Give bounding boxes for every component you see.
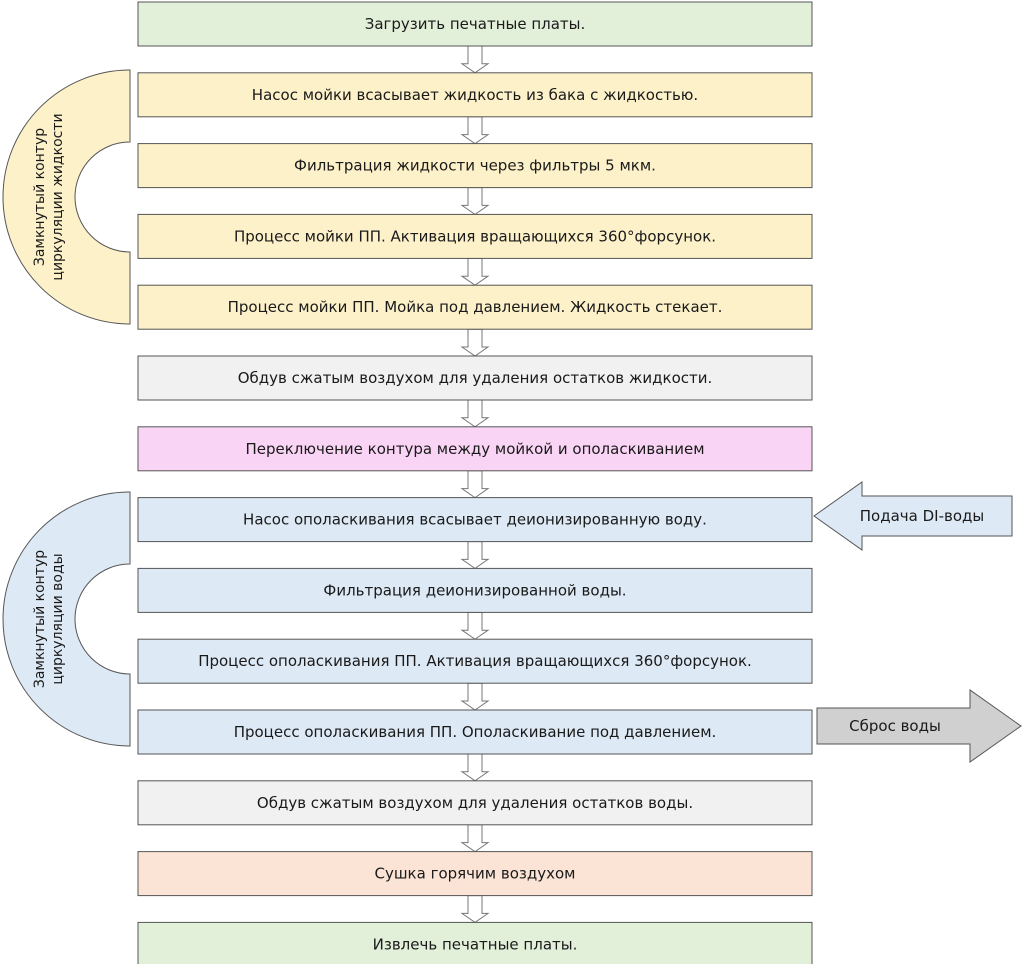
process-step: Процесс мойки ПП. Активация вращающихся … <box>137 213 813 259</box>
loop-label-line1: Замкнутый контур <box>32 550 48 688</box>
process-step-box <box>137 851 813 897</box>
loop-label-line2: циркуляции жидкости <box>50 113 66 280</box>
down-arrow-icon <box>460 328 490 357</box>
process-step-box <box>137 143 813 189</box>
down-arrow-icon <box>460 541 490 570</box>
down-arrow-icon <box>460 257 490 286</box>
process-step-box <box>137 780 813 826</box>
water-drain-outlet: Сброс воды <box>816 689 1022 763</box>
process-step: Переключение контура между мойкой и опол… <box>137 426 813 472</box>
process-step-box <box>137 284 813 330</box>
process-step-box <box>137 497 813 543</box>
process-step: Фильтрация жидкости через фильтры 5 мкм. <box>137 143 813 189</box>
step-connectors <box>460 45 490 924</box>
process-step: Насос мойки всасывает жидкость из бака с… <box>137 72 813 118</box>
down-arrow-icon <box>460 470 490 499</box>
process-step-label: Обдув сжатым воздухом для удаления остат… <box>257 794 693 812</box>
process-step-box <box>137 921 813 964</box>
down-arrow-icon <box>460 399 490 428</box>
inlet-arrow-icon <box>813 481 1013 551</box>
down-arrow-icon <box>460 45 490 74</box>
process-step: Загрузить печатные платы. <box>137 1 813 47</box>
process-step: Фильтрация деионизированной воды. <box>137 567 813 613</box>
loop-label-line2: циркуляции воды <box>50 553 66 684</box>
down-arrow-icon <box>460 895 490 924</box>
process-step-box <box>137 638 813 684</box>
down-arrow-icon <box>460 116 490 145</box>
di-water-inlet: Подача DI-воды <box>813 481 1013 551</box>
down-arrow-icon <box>460 187 490 216</box>
process-step-box <box>137 72 813 118</box>
process-step-label: Процесс мойки ПП. Мойка под давлением. Ж… <box>228 298 723 316</box>
process-step-box <box>137 355 813 401</box>
loop-label-line1: Замкнутый контур <box>32 128 48 266</box>
process-step-label: Извлечь печатные платы. <box>373 935 578 953</box>
process-step-label: Переключение контура между мойкой и опол… <box>245 440 704 458</box>
process-step-label: Процесс мойки ПП. Активация вращающихся … <box>234 227 716 245</box>
process-step-box <box>137 1 813 47</box>
process-step-box <box>137 426 813 472</box>
process-step: Насос ополаскивания всасывает деионизиро… <box>137 497 813 543</box>
process-steps: Загрузить печатные платы. Насос мойки вса… <box>137 1 813 964</box>
process-step-label: Загрузить печатные платы. <box>365 15 586 33</box>
process-step: Процесс мойки ПП. Мойка под давлением. Ж… <box>137 284 813 330</box>
outlet-label: Сброс воды <box>849 717 941 735</box>
process-step: Процесс ополаскивания ПП. Активация вращ… <box>137 638 813 684</box>
process-step: Обдув сжатым воздухом для удаления остат… <box>137 780 813 826</box>
inlet-label: Подача DI-воды <box>860 507 984 525</box>
process-step-box <box>137 567 813 613</box>
process-step-label: Процесс ополаскивания ПП. Ополаскивание … <box>234 723 717 741</box>
down-arrow-icon <box>460 753 490 782</box>
process-step-label: Фильтрация жидкости через фильтры 5 мкм. <box>294 157 656 175</box>
process-step-label: Насос мойки всасывает жидкость из бака с… <box>252 86 698 104</box>
process-step-box <box>137 709 813 755</box>
process-step-label: Насос ополаскивания всасывает деионизиро… <box>243 511 707 529</box>
process-step-label: Фильтрация деионизированной воды. <box>323 581 626 599</box>
loop-shape <box>2 491 131 747</box>
down-arrow-icon <box>460 824 490 853</box>
outlet-arrow-icon <box>816 689 1022 763</box>
process-step-label: Процесс ополаскивания ПП. Активация вращ… <box>198 652 752 670</box>
process-step-label: Сушка горячим воздухом <box>374 865 575 883</box>
loop-shape <box>2 69 131 325</box>
process-step: Обдув сжатым воздухом для удаления остат… <box>137 355 813 401</box>
process-step-box <box>137 213 813 259</box>
process-step: Извлечь печатные платы. <box>137 921 813 964</box>
process-step: Сушка горячим воздухом <box>137 851 813 897</box>
process-step: Процесс ополаскивания ПП. Ополаскивание … <box>137 709 813 755</box>
down-arrow-icon <box>460 611 490 640</box>
down-arrow-icon <box>460 682 490 711</box>
process-step-label: Обдув сжатым воздухом для удаления остат… <box>238 369 713 387</box>
